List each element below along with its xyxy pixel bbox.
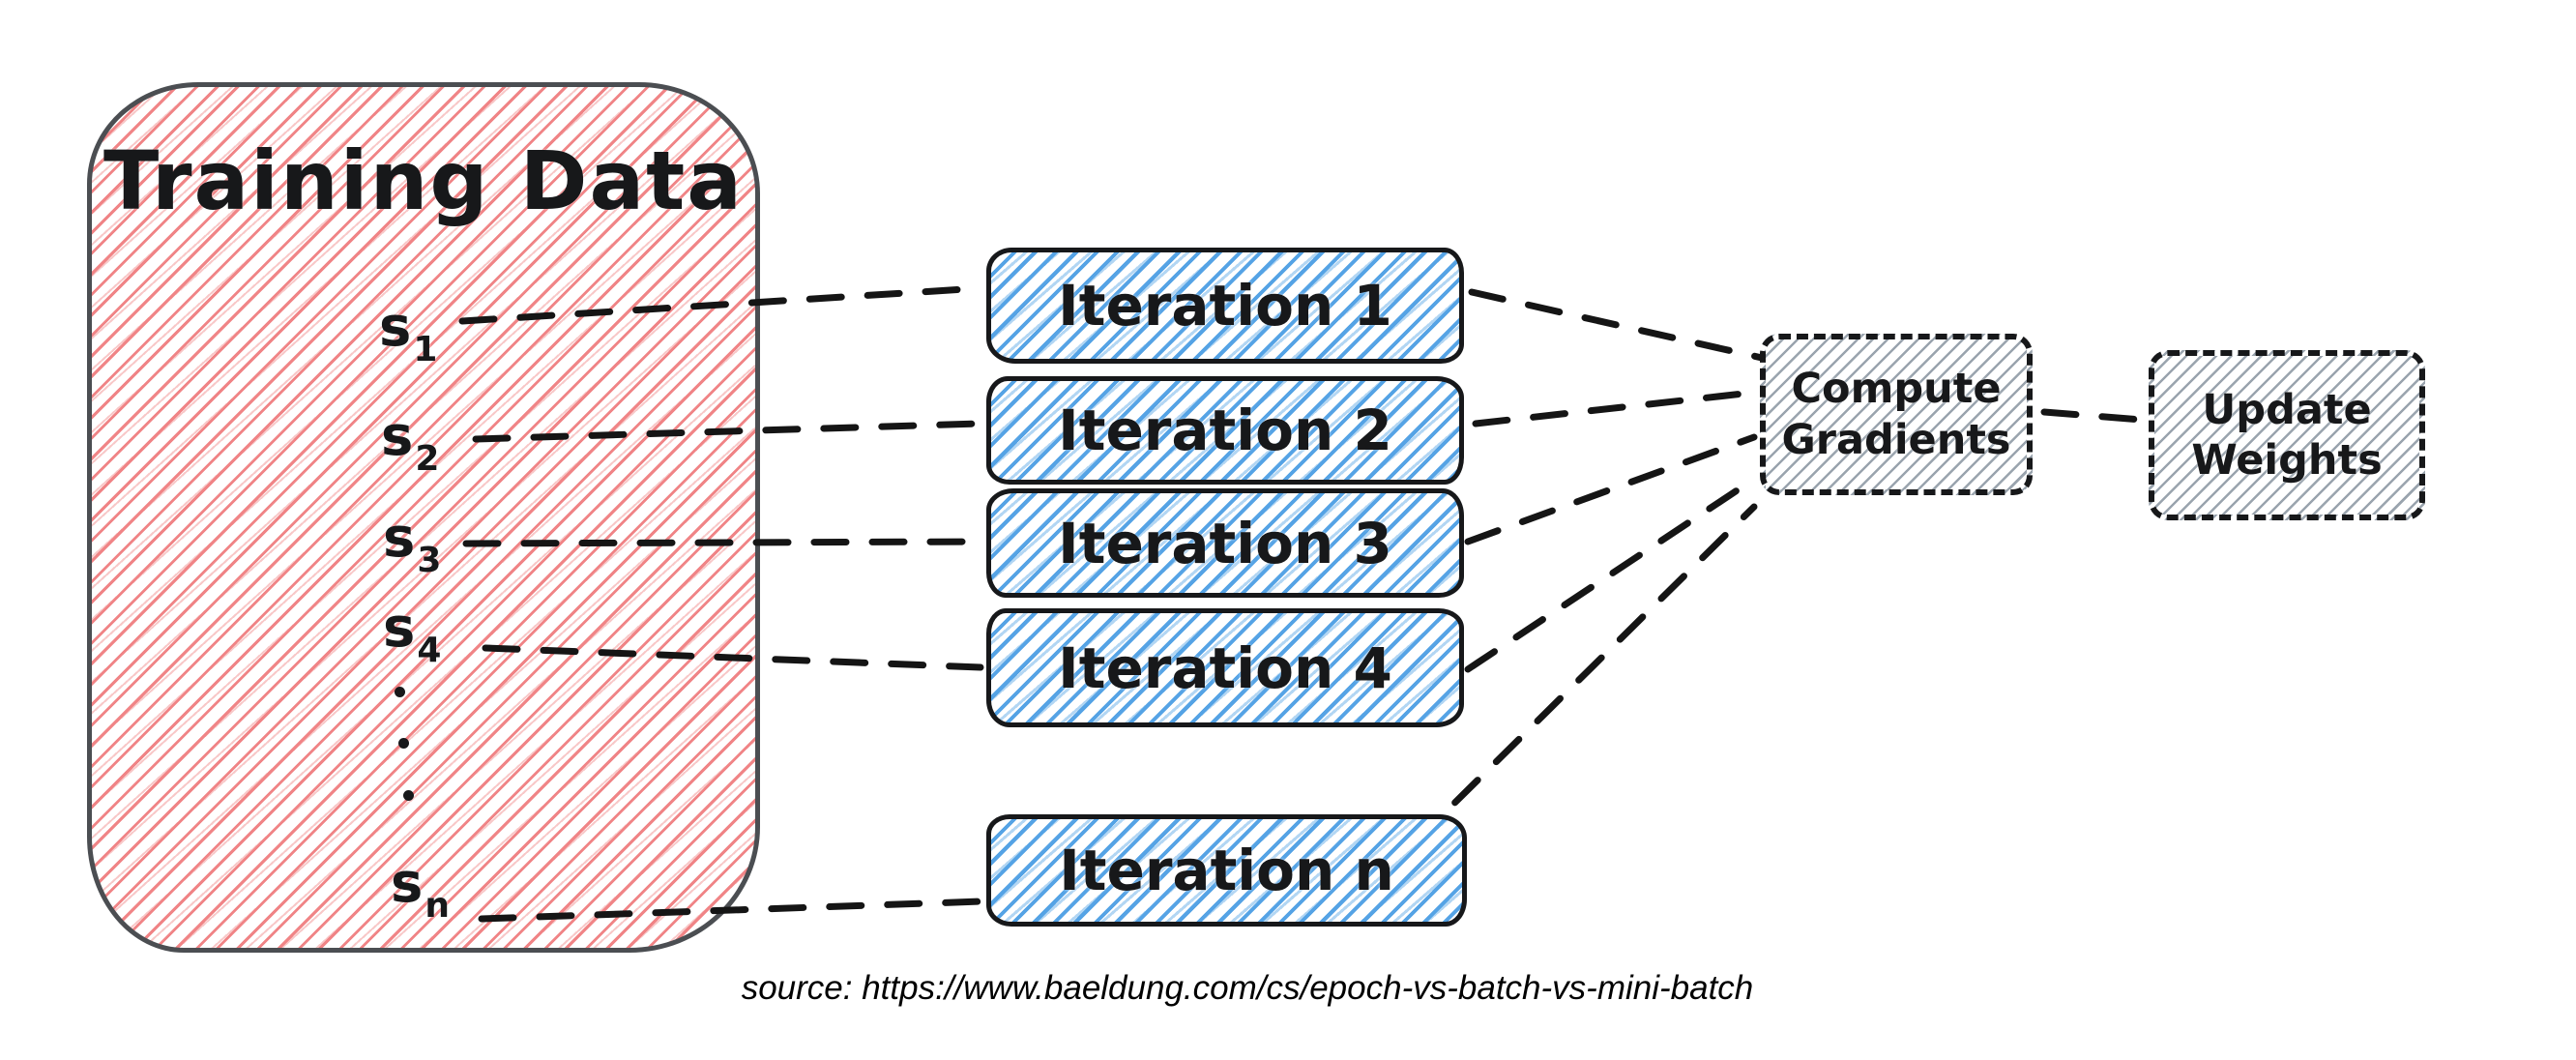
- update-weights-box: Update Weights: [2149, 350, 2425, 520]
- ellipsis-dot: [403, 790, 414, 801]
- compute-gradients-line2: Gradients: [1781, 415, 2011, 464]
- sample-label-s2: s2: [381, 405, 440, 479]
- iteration-2-label: Iteration 2: [1058, 398, 1392, 463]
- iteration-n-box: Iteration n: [986, 814, 1467, 927]
- iteration-3-box: Iteration 3: [986, 488, 1464, 598]
- source-caption: source: https://www.baeldung.com/cs/epoc…: [741, 969, 1754, 1007]
- iteration-4-box: Iteration 4: [986, 608, 1464, 727]
- iteration-1-label: Iteration 1: [1058, 273, 1392, 339]
- compute-gradients-line1: Compute: [1791, 365, 2002, 414]
- connector-iteration2-compute: [1472, 389, 1756, 427]
- sample-subscript: 2: [415, 439, 440, 479]
- sample-label-s3: s3: [383, 507, 442, 580]
- compute-gradients-box: Compute Gradients: [1760, 334, 2033, 495]
- connector-iteration1-compute: [1468, 288, 1766, 362]
- connector-compute-update: [2040, 408, 2145, 424]
- sample-label-s1: s1: [379, 296, 438, 369]
- training-data-title: Training Data: [103, 133, 744, 228]
- iteration-1-box: Iteration 1: [986, 248, 1464, 364]
- ellipsis-dot: [398, 738, 409, 749]
- ellipsis-dot: [395, 687, 405, 697]
- training-data-box: Training Data: [87, 82, 760, 953]
- iteration-2-box: Iteration 2: [986, 376, 1464, 485]
- update-weights-line1: Update: [2202, 385, 2372, 434]
- sample-subscript: n: [424, 886, 450, 926]
- connector-iteration4-compute: [1464, 474, 1760, 673]
- sample-subscript: 4: [417, 631, 442, 670]
- update-weights-line2: Weights: [2191, 436, 2383, 485]
- sample-subscript: 3: [417, 541, 442, 580]
- iteration-3-label: Iteration 3: [1058, 510, 1392, 576]
- sample-subscript: 1: [413, 330, 438, 369]
- connector-iteration3-compute: [1464, 433, 1758, 545]
- iteration-4-label: Iteration 4: [1058, 634, 1392, 701]
- sample-label-s4: s4: [383, 597, 442, 670]
- connector-iterationn-compute: [1410, 503, 1758, 847]
- iteration-n-label: Iteration n: [1059, 838, 1394, 903]
- sample-label-sn: sn: [391, 852, 450, 926]
